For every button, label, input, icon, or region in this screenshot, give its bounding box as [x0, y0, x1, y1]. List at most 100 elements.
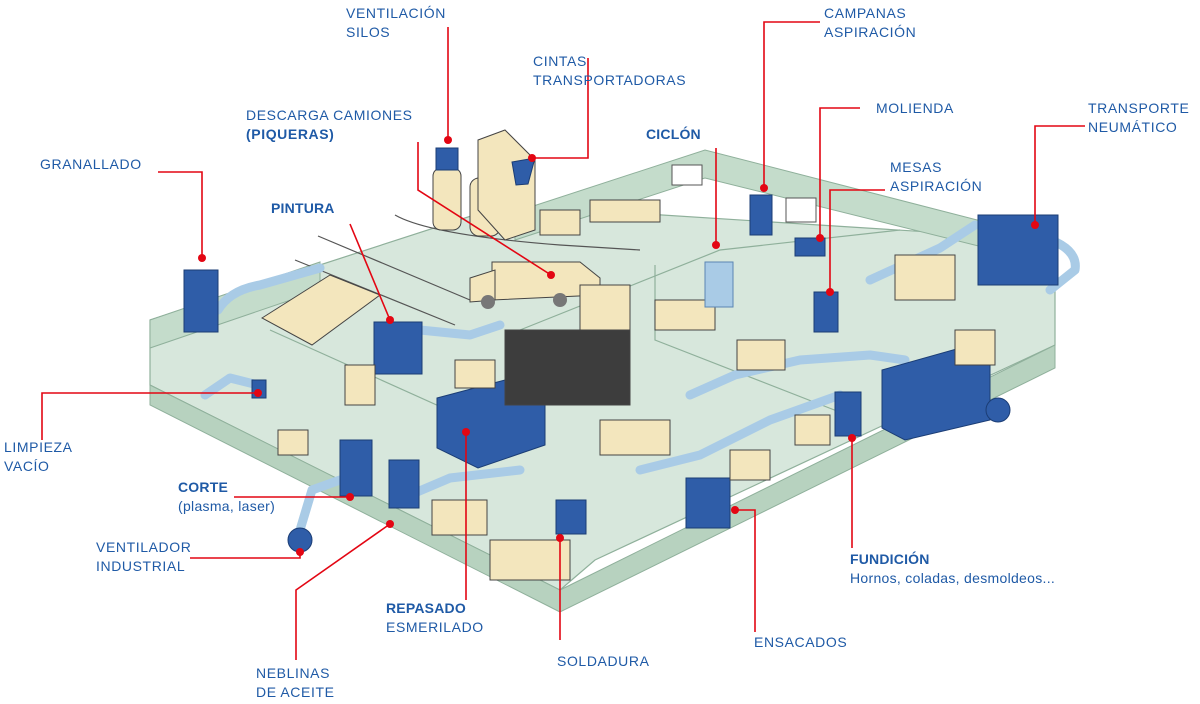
label-ventilacion-silos-line1: VENTILACIÓN	[346, 5, 446, 21]
duct-corte	[405, 465, 525, 500]
dot-ensacados	[731, 506, 739, 514]
leader-descarga	[417, 142, 552, 276]
label-granallado: GRANALLADO	[40, 156, 142, 172]
label-mesas-line1: MESAS	[890, 159, 943, 175]
label-repasado: REPASADO ESMERILADO	[386, 599, 484, 637]
blue-equipment	[183, 194, 1059, 553]
label-ensacados: ENSACADOS	[754, 634, 848, 650]
duct-fundicion	[685, 350, 910, 400]
label-limpieza-line1: LIMPIEZA	[4, 439, 73, 455]
ensacados-filter	[685, 477, 731, 529]
label-transporte-line2: NEUMÁTICO	[1088, 119, 1178, 135]
duct-molienda	[865, 220, 980, 285]
machine-right-2	[954, 329, 996, 366]
workbench-2	[589, 199, 661, 223]
label-mesas-line2: ASPIRACIÓN	[890, 178, 983, 194]
machine-right-1	[894, 254, 956, 301]
label-cintas-line1: CINTAS	[533, 53, 587, 69]
leader-mesas	[829, 189, 885, 292]
campanas-hood	[749, 194, 773, 236]
label-mesas-aspiracion: MESAS ASPIRACIÓN	[890, 158, 982, 196]
label-campanas-line1: CAMPANAS	[824, 5, 907, 21]
label-neblinas-line1: NEBLINAS	[256, 665, 331, 681]
label-molienda: MOLIENDA	[876, 100, 954, 116]
label-ventilador-line1: VENTILADOR	[96, 539, 192, 555]
dot-cintas	[528, 154, 536, 162]
duct-limpieza	[200, 373, 267, 400]
label-neblinas-line2: DE ACEITE	[256, 684, 335, 700]
label-campanas-line2: ASPIRACIÓN	[824, 24, 917, 40]
label-ventilador-line2: INDUSTRIAL	[96, 558, 186, 574]
leader-limpieza	[41, 392, 258, 440]
silo-filter-blue	[435, 147, 459, 171]
label-fundicion: FUNDICIÓN Hornos, coladas, desmoldeos...	[850, 550, 1055, 588]
machine-left-4	[454, 359, 496, 389]
label-descarga-line1: DESCARGA CAMIONES	[246, 107, 413, 123]
duct-pintura	[415, 320, 505, 340]
molienda-unit	[794, 237, 826, 257]
label-limpieza-vacio: LIMPIEZA VACÍO	[4, 438, 73, 476]
label-cintas-transportadoras: CINTAS TRANSPORTADORAS	[533, 52, 686, 90]
leader-transporte	[1034, 125, 1085, 225]
corte-filter	[339, 439, 373, 497]
dot-pintura	[386, 316, 394, 324]
mesas-hopper	[813, 291, 839, 333]
machine-right-3	[794, 414, 831, 446]
dot-corte	[346, 493, 354, 501]
cyclone-body	[704, 261, 734, 308]
label-ventilacion-silos: VENTILACIÓN SILOS	[346, 4, 446, 42]
machine-left-1	[344, 364, 376, 406]
road	[394, 214, 641, 251]
machinery	[261, 199, 996, 581]
label-transporte-neumatico: TRANSPORTE NEUMÁTICO	[1088, 99, 1189, 137]
label-ventilador-industrial: VENTILADOR INDUSTRIAL	[96, 538, 191, 576]
label-neblinas: NEBLINAS DE ACEITE	[256, 664, 335, 702]
dot-soldadura	[556, 534, 564, 542]
leader-neblinas	[295, 523, 391, 660]
label-corte-detail: (plasma, laser)	[178, 498, 276, 514]
leader-cintas	[532, 58, 589, 159]
machine-left-2	[431, 499, 488, 536]
label-ventilacion-silos-line2: SILOS	[346, 24, 391, 40]
label-campanas-aspiracion: CAMPANAS ASPIRACIÓN	[824, 4, 916, 42]
dot-descarga	[547, 271, 555, 279]
conveyor-tower	[477, 129, 536, 241]
dot-ciclon	[712, 241, 720, 249]
label-esmerilado: ESMERILADO	[386, 619, 484, 635]
label-repasado-title: REPASADO	[386, 600, 466, 616]
dot-campanas	[760, 184, 768, 192]
label-descarga-line2: (PIQUERAS)	[246, 126, 335, 142]
dot-transporte	[1031, 221, 1039, 229]
label-fundicion-title: FUNDICIÓN	[850, 551, 930, 567]
duct-granallado	[213, 263, 325, 315]
dot-limpieza	[254, 389, 262, 397]
machine-left-3	[277, 429, 309, 456]
dot-mesas	[826, 288, 834, 296]
dot-repasado	[462, 428, 470, 436]
fundicion-fan	[985, 397, 1011, 423]
duct-network	[200, 220, 1080, 535]
mesa-table	[736, 339, 786, 371]
label-soldadura: SOLDADURA	[557, 653, 650, 669]
label-descarga-camiones: DESCARGA CAMIONES (PIQUERAS)	[246, 106, 413, 144]
truck-wheel-2	[553, 293, 567, 307]
duct-ventilador	[295, 475, 345, 535]
label-cintas-line2: TRANSPORTADORAS	[533, 72, 687, 88]
road-line-1	[317, 235, 471, 301]
label-limpieza-line2: VACÍO	[4, 458, 50, 474]
label-corte-title: CORTE	[178, 479, 228, 495]
dot-ventilador	[296, 548, 304, 556]
label-corte: CORTE (plasma, laser)	[178, 478, 275, 516]
dot-neblinas	[386, 520, 394, 528]
dot-fundicion	[848, 434, 856, 442]
leader-pintura	[349, 223, 391, 321]
leader-ventilador	[190, 552, 301, 559]
label-pintura: PINTURA	[271, 200, 335, 216]
pintura-booth-filter	[373, 321, 423, 375]
machine-front-3	[489, 539, 571, 581]
label-ciclon: CICLÓN	[646, 126, 701, 142]
dot-molienda	[816, 234, 824, 242]
duct-front-right	[635, 390, 845, 475]
interior-wall-2	[654, 265, 861, 421]
